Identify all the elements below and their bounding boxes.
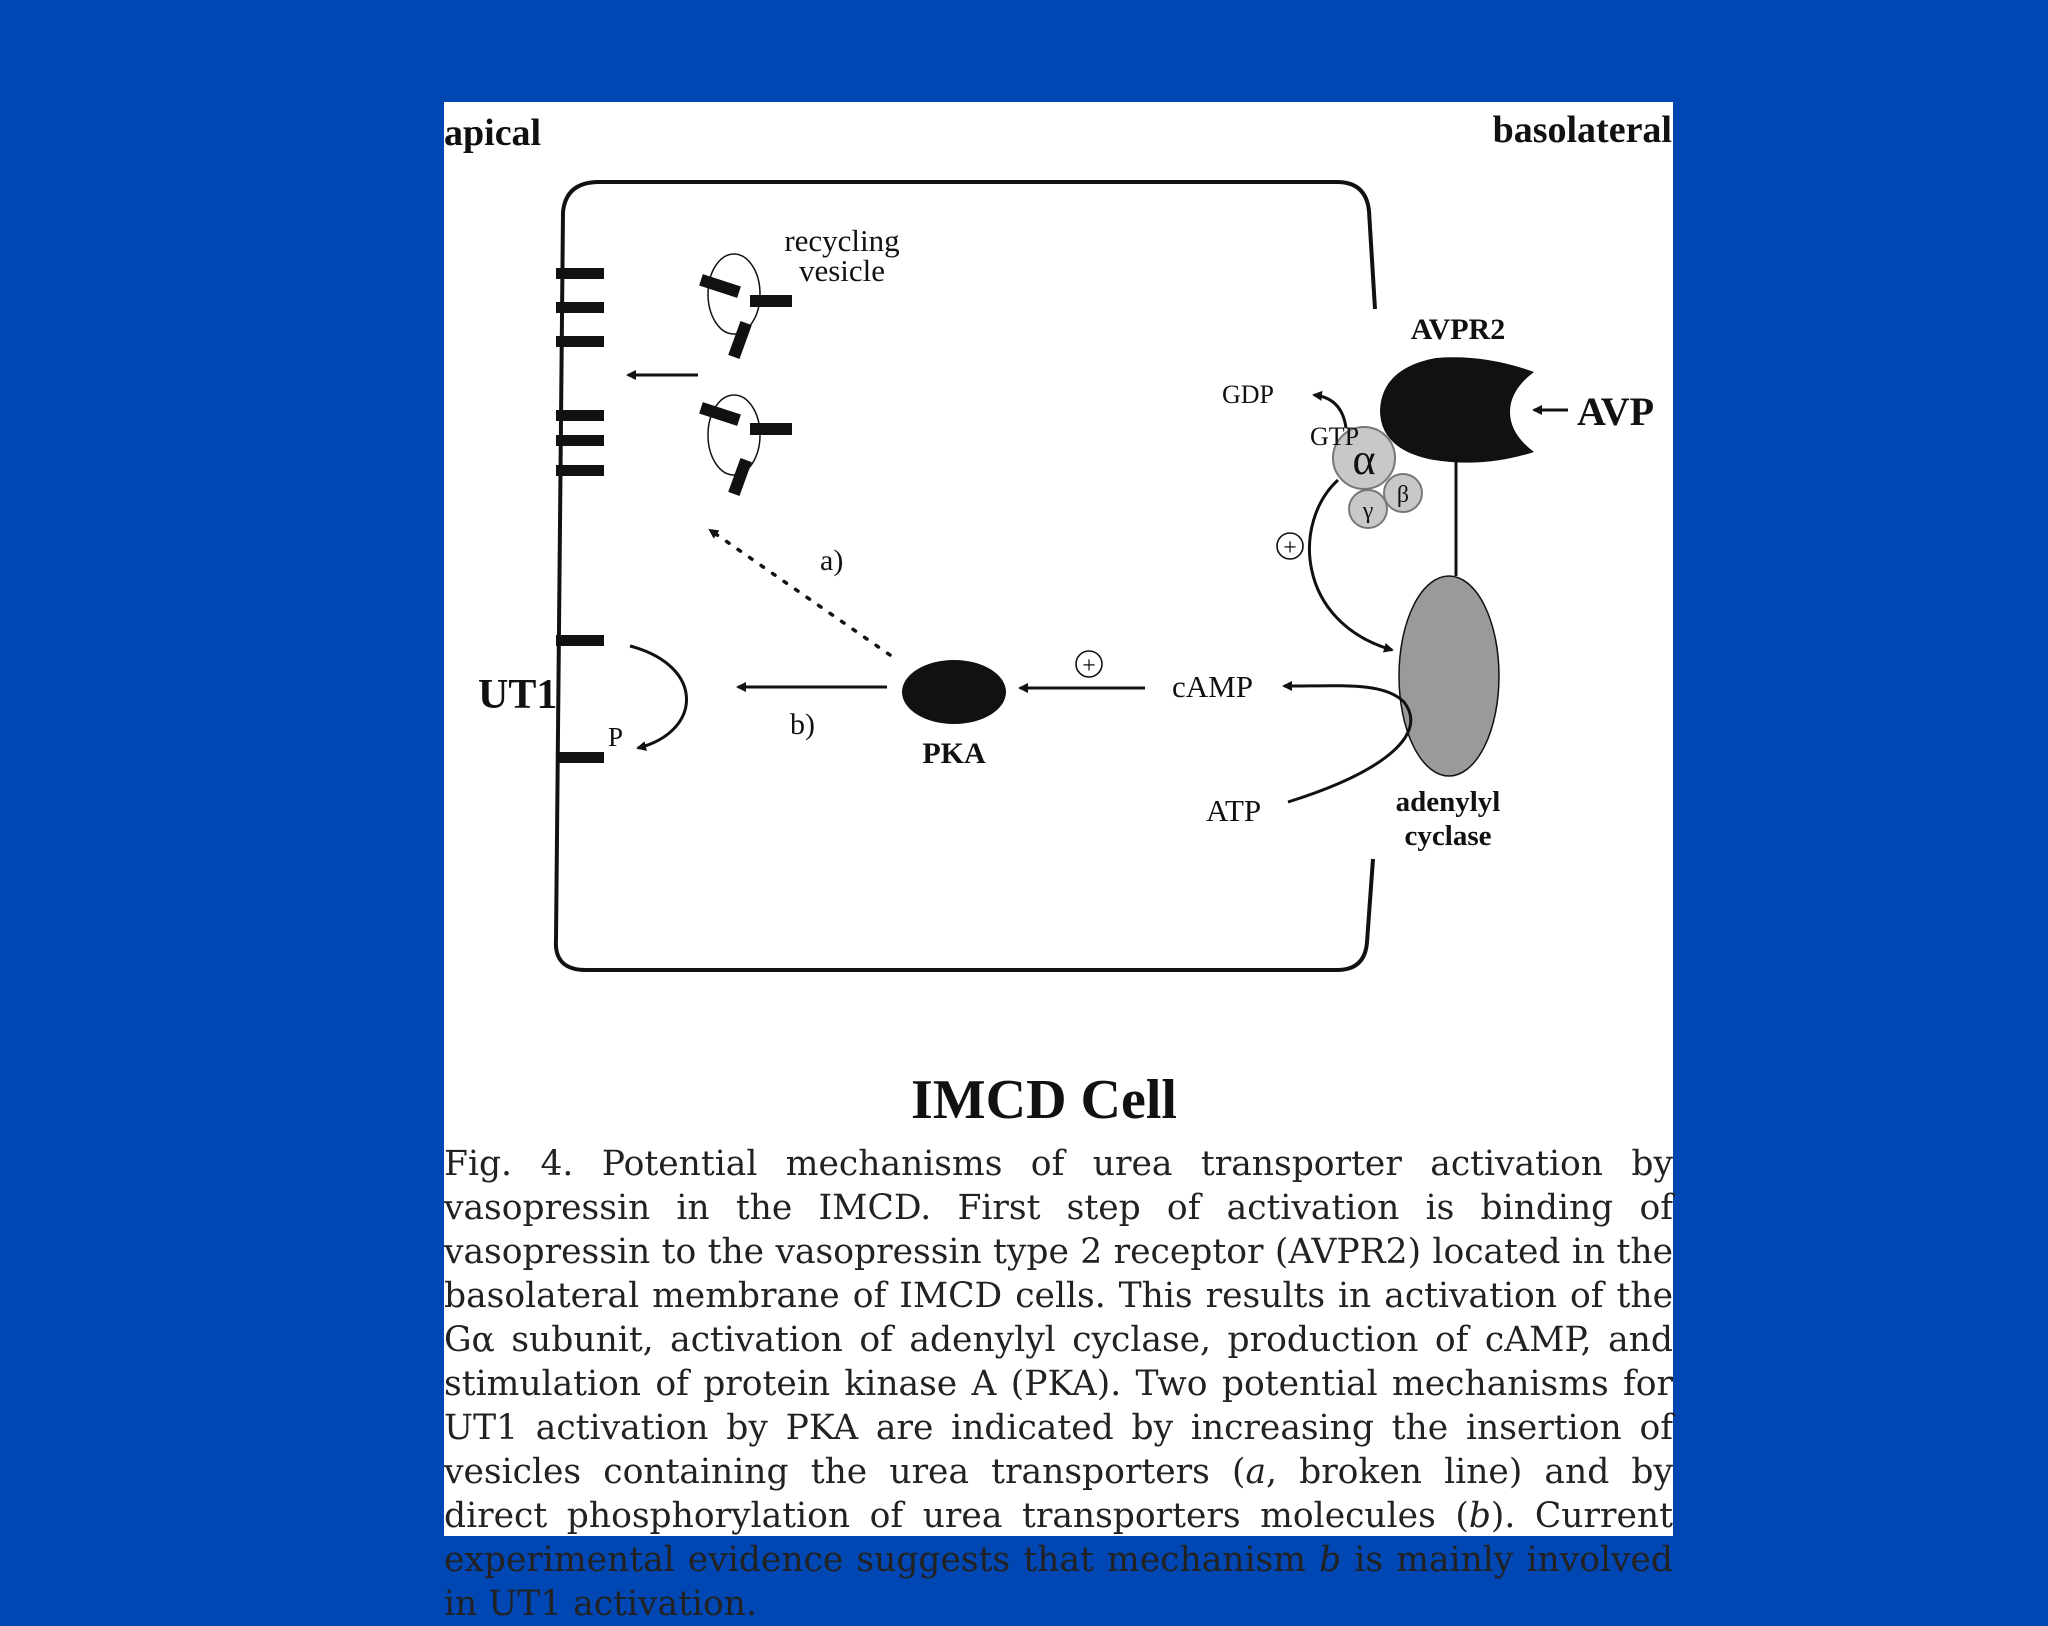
recycling-vesicle-upper [699,253,792,359]
g-protein-subunits [1332,426,1423,529]
adenylyl-cyclase-label-line2: cyclase [1405,820,1492,852]
avp-label: AVP [1577,389,1654,434]
basolateral-label: basolateral [1493,109,1672,151]
cell-membrane [553,180,1377,972]
svg-text:+: + [1283,535,1297,561]
phospho-p-label: P [608,722,623,752]
gdp-release-arrow [1312,390,1348,429]
gdp-label: GDP [1222,380,1274,409]
path-b-label: b) [790,708,815,741]
figure-caption: Fig. 4. Potential mechanisms of urea tra… [444,1144,1673,1624]
adenylyl-cyclase-label-line1: adenylyl [1396,786,1501,818]
avpr2-receptor-shape [1380,357,1534,463]
apical-label: apical [444,112,541,154]
path-a-label: a) [820,544,843,577]
pka-shape [902,660,1006,724]
recycling-vesicle-lower [699,394,792,496]
recycling-vesicle-label-line1: recycling [784,223,899,258]
figure-panel: apical basolateral recyclin [444,102,1673,1624]
path-a-dotted-arrow [708,528,892,657]
atp-label: ATP [1206,793,1261,828]
svg-text:+: + [1082,653,1096,679]
adenylyl-cyclase-shape [1398,575,1500,777]
phosphorylation-curve-arrow [629,644,688,751]
g-gamma-label: γ [1362,498,1374,524]
pka-label: PKA [922,737,986,770]
g-alpha-activation-arrow [1308,478,1394,653]
plus-sign-camp-pka: + [1075,650,1103,679]
recycling-vesicle-label-line2: vesicle [799,253,885,288]
avpr2-label: AVPR2 [1411,313,1505,346]
gtp-label: GTP [1310,422,1359,451]
cell-title: IMCD Cell [911,1069,1177,1131]
imcd-cell-diagram: apical basolateral recyclin [444,109,1672,1131]
plus-sign-g-alpha: + [1276,532,1304,561]
ut1-label: UT1 [478,672,557,718]
g-beta-label: β [1397,482,1409,508]
g-alpha-label: α [1352,435,1375,484]
camp-label: cAMP [1172,669,1253,704]
ut1-transporter-marks [556,268,604,763]
atp-to-camp-arrow [1282,680,1413,804]
